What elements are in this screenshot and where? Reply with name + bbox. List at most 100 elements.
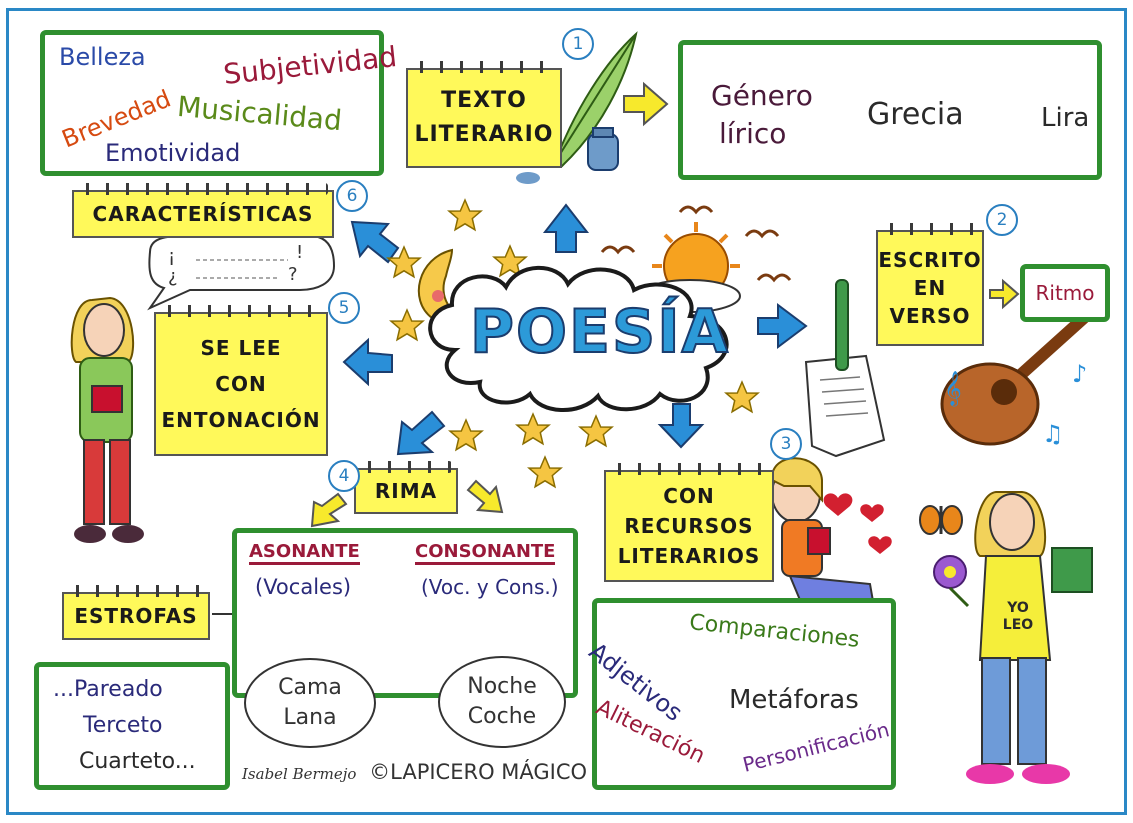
star-icon [579, 415, 613, 447]
texto-label-line2: LITERARIO [414, 122, 554, 147]
author-signature: Isabel Bermejo [242, 765, 357, 783]
rima-label: RIMA [374, 479, 438, 503]
escrito-en-verso-note: ESCRITO EN VERSO [876, 223, 984, 346]
poster-frame [6, 8, 1127, 815]
recurso-personificacion: Personificación [740, 717, 892, 777]
recurso-metaforas: Metáforas [729, 685, 859, 715]
caracteristicas-note: CARACTERÍSTICAS [72, 183, 334, 238]
step-number-3: 3 [770, 428, 802, 460]
entonacion-line2: CON [215, 372, 267, 396]
recursos-line2: RECURSOS [624, 514, 754, 538]
estrofa-cuarteto: Cuarteto... [79, 749, 196, 774]
word-subjetividad: Subjetividad [221, 39, 399, 92]
estrofas-types-box: ...Pareado Terceto Cuarteto... [34, 662, 230, 790]
speech-question-close: ? [288, 264, 298, 285]
genero-lirico-box: Género lírico Grecia Lira [678, 40, 1102, 180]
word-musicalidad: Musicalidad [175, 89, 344, 138]
estrofas-label: ESTROFAS [74, 604, 198, 628]
ritmo-box: Ritmo [1020, 264, 1110, 322]
asonante-subtitle: (Vocales) [255, 575, 352, 599]
consonante-example-oval: Noche Coche [438, 656, 566, 748]
se-lee-con-entonacion-note: SE LEE CON ENTONACIÓN [154, 305, 328, 456]
birds-icon [600, 205, 792, 283]
consonante-title: CONSONANTE [415, 541, 556, 565]
yo-leo-shirt-text: YO LEO [998, 600, 1038, 634]
girl-reading-figure-icon [770, 457, 880, 631]
recurso-comparaciones: Comparaciones [688, 610, 861, 653]
step-number-1: 1 [562, 28, 594, 60]
arrow-texto-genero-icon [623, 81, 669, 127]
speech-exclaim-close: ! [296, 242, 304, 263]
music-note-icon: ♫ [1042, 420, 1064, 448]
ritmo-label: Ritmo [1035, 281, 1095, 305]
step-number-4: 4 [328, 460, 360, 492]
girl-figure-left-icon [70, 296, 144, 543]
arrow-rima-right-icon [466, 479, 504, 514]
arrow-upleft-icon [350, 220, 400, 264]
page-title: POESÍA [469, 296, 730, 368]
star-icon [449, 419, 483, 451]
yo-leo-line1: YO [1007, 600, 1029, 616]
hearts-icon [823, 493, 892, 554]
star-icon [448, 199, 482, 231]
texto-label-line1: TEXTO [441, 88, 527, 113]
recursos-types-box: Adjetivos Comparaciones Metáforas Aliter… [584, 598, 896, 790]
brand-credit: ©LAPICERO MÁGICO [369, 760, 588, 784]
step-number-2: 2 [986, 204, 1018, 236]
cloud-shape [428, 265, 729, 412]
guitar-icon [940, 311, 1091, 446]
asonante-example-2: Lana [283, 705, 337, 730]
consonante-example-1: Noche [467, 674, 537, 699]
texto-literario-note: TEXTO LITERARIO [406, 61, 562, 168]
step-number-5: 5 [328, 292, 360, 324]
star-icon [516, 413, 550, 445]
recursos-line1: CON [663, 484, 715, 508]
speech-exclaim-open: ¡ [168, 246, 176, 267]
music-note-icon: 𝄞 [944, 371, 962, 407]
characteristics-words-box: Belleza Subjetividad Brevedad Musicalida… [40, 30, 398, 176]
yo-leo-line2: LEO [1002, 617, 1034, 633]
consonante-example-2: Coche [467, 704, 537, 729]
genero-line2: lírico [719, 117, 787, 150]
recursos-literarios-note: CON RECURSOS LITERARIOS [604, 463, 774, 582]
genero-line1: Género [711, 79, 813, 112]
step-number-6: 6 [336, 180, 368, 212]
entonacion-line3: ENTONACIÓN [161, 408, 321, 432]
word-emotividad: Emotividad [105, 139, 241, 167]
girl-yo-leo-figure-icon [966, 491, 1093, 784]
music-note-icon: ♪ [1072, 360, 1087, 388]
escrito-line1: ESCRITO [878, 248, 982, 272]
arrow-rima-left-icon [310, 492, 348, 528]
word-belleza: Belleza [59, 43, 146, 71]
consonante-subtitle: (Voc. y Cons.) [421, 575, 559, 599]
arrow-verso-ritmo-icon [989, 278, 1020, 310]
asonante-example-oval: Cama Lana [244, 658, 376, 748]
estrofa-pareado: ...Pareado [53, 677, 163, 702]
rima-note: RIMA [354, 461, 458, 514]
caracteristicas-label: CARACTERÍSTICAS [92, 202, 314, 226]
asonante-title: ASONANTE [249, 541, 360, 565]
star-icon [528, 456, 562, 488]
butterfly-icon [919, 505, 963, 535]
speech-question-open: ¿ [168, 266, 178, 287]
quill-icon [516, 31, 638, 184]
arrow-left-icon [342, 337, 393, 387]
star-icon [390, 309, 424, 341]
estrofas-note: ESTROFAS [62, 585, 210, 640]
star-icon [725, 381, 759, 413]
recursos-line3: LITERARIOS [617, 544, 761, 568]
arrow-down-right-icon [657, 403, 705, 449]
asonante-example-1: Cama [278, 675, 342, 700]
flower-icon [933, 555, 970, 608]
pen-paper-icon [804, 279, 886, 458]
arrow-up-icon [542, 203, 590, 253]
arrow-downleft-icon [396, 410, 446, 456]
arrow-right-icon [757, 303, 808, 349]
genero-origin: Grecia [867, 97, 964, 132]
credit-line: Isabel Bermejo ©LAPICERO MÁGICO [242, 760, 587, 784]
escrito-line3: VERSO [889, 304, 971, 328]
estrofa-terceto: Terceto [83, 713, 163, 738]
genero-instrument: Lira [1041, 103, 1090, 133]
entonacion-line1: SE LEE [200, 336, 282, 360]
